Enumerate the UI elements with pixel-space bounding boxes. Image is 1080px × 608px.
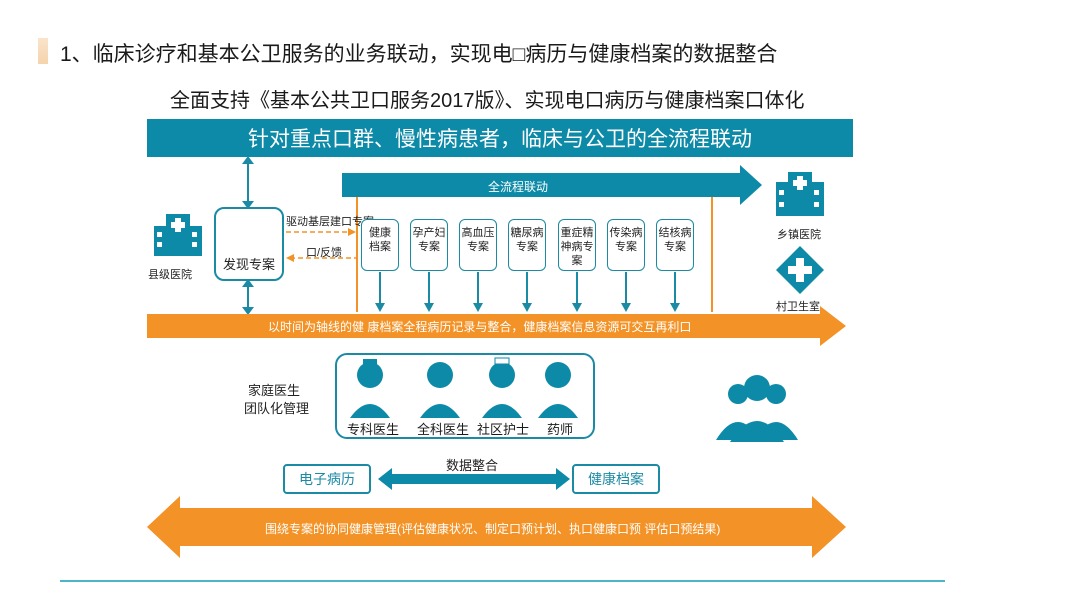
connector2-arrowhead-up <box>242 279 254 287</box>
bottom-divider <box>60 580 945 582</box>
feedback-label: 口/反馈 <box>306 247 343 259</box>
health-record-pill: 健康档案 <box>572 464 660 494</box>
flow-arrow <box>342 165 762 205</box>
bottom-double-arrow <box>147 496 846 558</box>
connector2-arrowhead-down <box>242 307 254 315</box>
discover-case-box: 发现专案 <box>214 207 284 281</box>
timeline-text: 以时间为轴线的健 康档案全程病历记录与整合，健康档案信息资源可交互再利口 <box>268 320 692 334</box>
town-hospital-label: 乡镇医院 <box>777 229 821 241</box>
doctor-avatars <box>350 357 578 418</box>
title-decoration <box>38 38 48 64</box>
village-clinic-icon <box>776 246 824 294</box>
emr-pill: 电子病历 <box>283 464 371 494</box>
case-diabetes: 糖尿病专案 <box>508 219 546 271</box>
team-member-gp: 全科医生 <box>417 422 470 437</box>
case-tuberculosis: 结核病专案 <box>656 219 694 271</box>
team-member-specialist: 专科医生 <box>347 422 400 437</box>
case-mental-illness: 重症精神病专案 <box>558 219 596 271</box>
connector-arrowhead-down <box>242 201 254 209</box>
case-infectious: 传染病专案 <box>607 219 645 271</box>
team-management-label: 团队化管理 <box>244 401 310 416</box>
case-health-record: 健康档案 <box>361 219 399 271</box>
group-people-icon <box>716 375 798 442</box>
team-box: 专科医生 全科医生 社区护士 药师 <box>335 353 595 439</box>
top-banner: 针对重点口群、慢性病患者，临床与公卫的全流程联动 <box>147 119 853 157</box>
team-member-pharmacist: 药师 <box>547 422 574 437</box>
page-subtitle: 全面支持《基本公共卫口服务2017版》、实现电口病历与健康档案口体化 <box>170 90 805 112</box>
case-hypertension: 高血压专案 <box>459 219 497 271</box>
timeline-arrow <box>147 306 846 346</box>
data-integration-label: 数据整合 <box>446 458 499 473</box>
county-hospital-label: 县级医院 <box>148 269 192 281</box>
flow-label: 全流程联动 <box>488 180 549 194</box>
case-arrows <box>375 272 680 312</box>
family-doctor-label: 家庭医生 <box>248 383 301 398</box>
team-member-nurse: 社区护士 <box>477 422 530 437</box>
page-title: 1、临床诊疗和基本公卫服务的业务联动，实现电□病历与健康档案的数据整合 <box>60 43 778 66</box>
case-maternal: 孕产妇专案 <box>410 219 448 271</box>
discover-case-label: 发现专案 <box>222 257 275 272</box>
county-hospital-icon <box>154 214 202 256</box>
village-clinic-label: 村卫生室 <box>776 301 820 313</box>
drive-label: 驱动基层建口专案 <box>286 216 374 228</box>
connector-arrowhead-up <box>242 156 254 164</box>
bottom-arrow-text: 围绕专案的协同健康管理(评估健康状况、制定口预计划、执口健康口预 评估口预结果) <box>265 522 721 536</box>
data-integration-arrow <box>378 468 570 490</box>
town-hospital-icon <box>776 172 824 216</box>
